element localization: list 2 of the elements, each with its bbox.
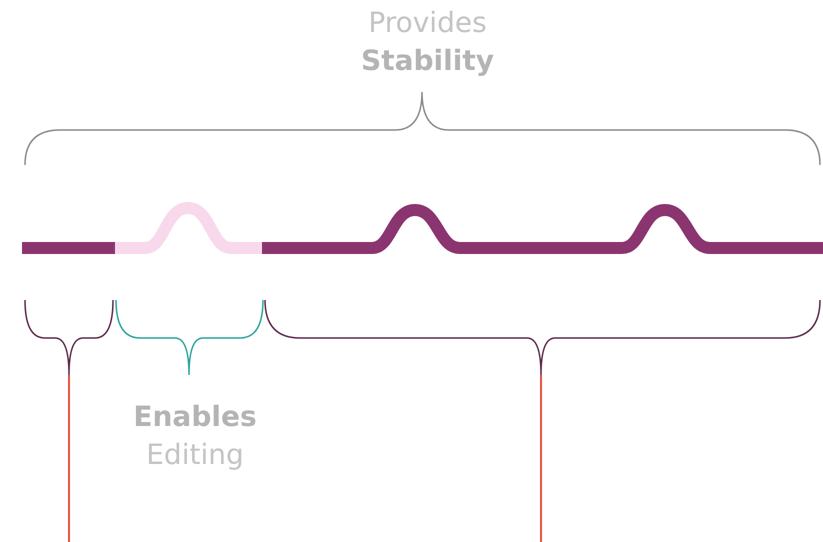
- annotation-text: Provides Stability: [360, 5, 495, 79]
- annotation-text: Enables Editing: [132, 399, 258, 473]
